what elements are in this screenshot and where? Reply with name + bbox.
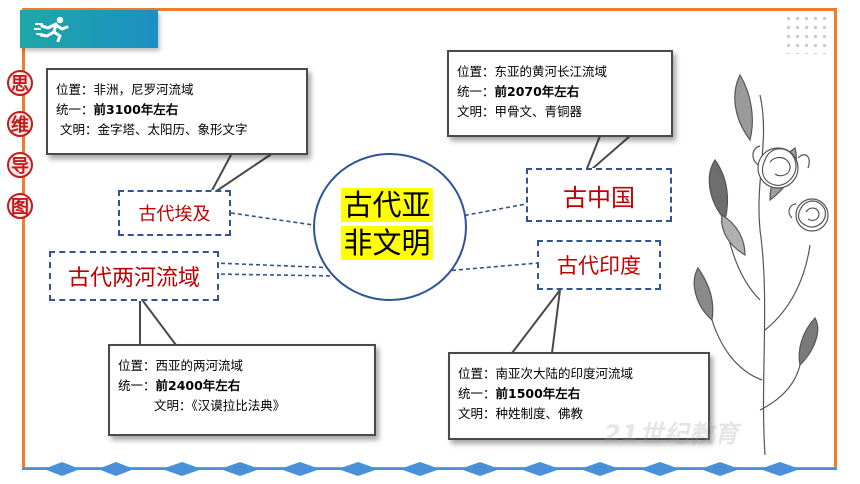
egypt-civilization: 文明：金字塔、太阳历、象形文字 xyxy=(60,122,248,137)
flower-illustration xyxy=(693,73,829,456)
india-unify-value: 前1500年左右 xyxy=(495,386,581,401)
node-india: 古代印度 xyxy=(537,240,661,290)
bottom-diamond-strip xyxy=(22,462,837,476)
center-line-1: 古代亚 xyxy=(341,188,433,222)
callout-mesopotamia: 位置：西亚的两河流域 统一：前2400年左右 文明：《汉谟拉比法典》 xyxy=(108,344,376,436)
china-unify: 统一：前2070年左右 xyxy=(457,82,663,102)
india-unify: 统一：前1500年左右 xyxy=(458,384,700,404)
callout-china: 位置：东亚的黄河长江流域 统一：前2070年左右 文明：甲骨文、青铜器 xyxy=(447,50,673,137)
india-civilization: 文明：种姓制度、佛教 xyxy=(458,406,584,421)
center-line-2: 非文明 xyxy=(341,226,433,260)
egypt-unify-label: 统一： xyxy=(56,102,94,117)
node-mesopotamia: 古代两河流域 xyxy=(49,251,219,301)
corner-banner xyxy=(20,10,158,48)
side-title-char: 维 xyxy=(7,111,33,137)
callout-india: 位置：南亚次大陆的印度河流域 统一：前1500年左右 文明：种姓制度、佛教 xyxy=(448,352,710,440)
india-location: 位置：南亚次大陆的印度河流域 xyxy=(458,366,634,381)
mesopotamia-unify: 统一：前2400年左右 xyxy=(118,376,366,396)
center-topic: 古代亚 非文明 xyxy=(333,186,441,262)
mesopotamia-civilization: 文明：《汉谟拉比法典》 xyxy=(154,398,286,413)
side-title-char: 图 xyxy=(7,193,33,219)
side-title-char: 思 xyxy=(7,70,33,96)
node-china: 古中国 xyxy=(526,168,672,222)
china-unify-value: 前2070年左右 xyxy=(494,84,580,99)
running-figure-icon xyxy=(34,16,69,42)
egypt-location: 位置：非洲，尼罗河流域 xyxy=(56,82,194,97)
egypt-unify-value: 前3100年左右 xyxy=(93,102,179,117)
mesopotamia-unify-label: 统一： xyxy=(118,378,156,393)
mesopotamia-location: 位置：西亚的两河流域 xyxy=(118,358,244,373)
china-unify-label: 统一： xyxy=(457,84,495,99)
callout-egypt: 位置：非洲，尼罗河流域 统一：前3100年左右 文明：金字塔、太阳历、象形文字 xyxy=(46,68,308,155)
side-title: 思 维 导 图 xyxy=(7,70,37,234)
node-egypt: 古代埃及 xyxy=(118,190,231,236)
india-unify-label: 统一： xyxy=(458,386,496,401)
egypt-unify: 统一：前3100年左右 xyxy=(56,100,298,120)
decorative-dot-grid xyxy=(784,14,832,54)
watermark: 21世纪教育 xyxy=(604,420,740,448)
mesopotamia-unify-value: 前2400年左右 xyxy=(155,378,241,393)
china-civilization: 文明：甲骨文、青铜器 xyxy=(457,104,583,119)
side-title-char: 导 xyxy=(7,152,33,178)
china-location: 位置：东亚的黄河长江流域 xyxy=(457,64,608,79)
